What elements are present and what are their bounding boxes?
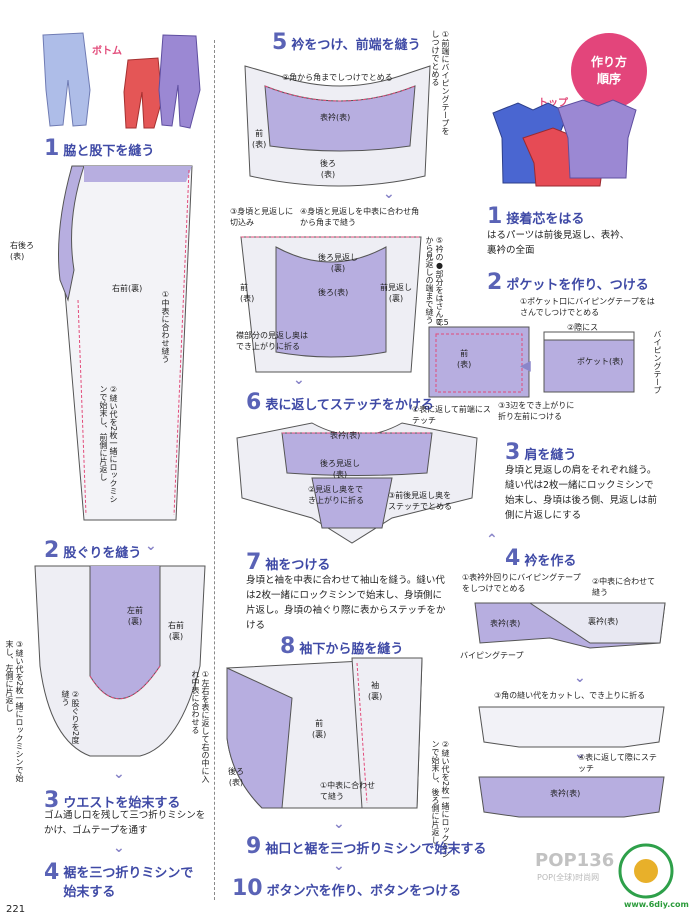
note-r2c: ③3辺をでき上がりに折り左前につける — [498, 401, 575, 421]
note-6b: ②見返し奥をでき上がりに折る — [308, 485, 364, 505]
right-step-3: 3 肩を縫う — [505, 440, 577, 465]
collar-attach-diagram — [244, 65, 431, 187]
stitch-diagram — [236, 422, 478, 544]
arrow-left: ◀ — [520, 358, 531, 374]
right-step-1: 1 接着芯をはる — [487, 204, 585, 229]
left-step-2: 2 股ぐりを縫う — [44, 538, 142, 563]
label-front-5: 前 (表) — [252, 129, 267, 149]
arrow-down: ⌄ — [145, 538, 157, 554]
mid-step-9: 9 袖口と裾を三つ折りミシンで始末する — [246, 834, 487, 859]
note-5a: ①前端にバイピングテープをしつけでとめる — [431, 30, 450, 135]
label-right-front-2: 右前 (裏) — [168, 621, 184, 641]
label-right-back: 右後ろ (表) — [10, 241, 34, 261]
label-front-table: 前 (表) — [240, 283, 255, 303]
label-back-6: 後ろ見返し (表) — [320, 459, 360, 479]
label-sleeve: 袖 (裏) — [368, 681, 383, 701]
note-5d: ④身頃と見返しを中表に合わせ角から角まで縫う — [300, 207, 420, 227]
label-right-front: 右前(裏) — [112, 284, 143, 293]
label-piping: バイピングテープ — [653, 330, 662, 394]
note-r4a: ①表衿外回りにバイピングテープをしつけでとめる — [462, 573, 581, 593]
mid-step-6: 6 表に返してステッチをかける — [246, 390, 434, 415]
bottoms-label: ボトム — [92, 46, 122, 57]
arrow-down: ⌄ — [293, 372, 305, 388]
neck-note: 襟部分の見返し奥はでき上がりに折る — [236, 331, 308, 351]
collar-make-diagram — [474, 602, 666, 649]
side-seam-diagram — [226, 657, 423, 809]
note-5e: ⑤衿の●部分をはさんでスベルト前端から見返しの端まで縫う — [425, 236, 444, 374]
label-collar-final: 表衿(表) — [550, 789, 581, 798]
arrow-down: ⌄ — [113, 766, 125, 782]
left-step-3-body: ゴム通し口を残して三つ折りミシンを かけ、ゴムテープを通す — [44, 810, 206, 836]
arrow-down: ⌄ — [333, 816, 345, 832]
note-5c: ③身頃と見返しに切込み — [230, 207, 294, 227]
note-r4c: ③角の縫い代をカットし、でき上りに折る — [494, 691, 646, 700]
note-r4b: ②中表に合わせて縫う — [592, 577, 656, 597]
watermark-sub: POP(全球)时尚网 — [537, 873, 600, 882]
label-piping-2: バイピングテープ — [460, 651, 524, 660]
arrow-down: ⌄ — [333, 858, 345, 874]
left-step-4: 4 裾を三つ折りミシンで 始末する — [44, 860, 194, 901]
note-8b: ②縫い代を2枚一緒にロックミシンで始末し、後ろ側に片返し — [431, 740, 450, 859]
note-r4d: ④表に返して際にステッチ — [578, 753, 657, 773]
label-front-8: 前 (裏) — [312, 719, 327, 739]
label-front-facing: 前見返し (裏) — [380, 283, 412, 303]
label-pocket: ポケット(表) — [577, 357, 624, 366]
pants-illustration — [42, 32, 201, 129]
label-front-r: 前 (表) — [457, 349, 472, 369]
note-step1-a: ①中表に合わせ縫う — [161, 290, 170, 363]
page-number: 221 — [6, 904, 26, 915]
right-step-2: 2 ポケットを作り、つける — [487, 270, 649, 295]
facing-diagram — [240, 236, 422, 373]
label-collar-5: 表衿(表) — [320, 113, 351, 122]
badge-how-to-make: 作り方 順序 — [571, 33, 647, 109]
shirts-illustration — [492, 99, 637, 187]
column-divider — [214, 40, 215, 900]
right-step-3-body: 身頃と見返しの肩をそれぞれ縫う。 縫い代は2枚一緒にロックミシンで 始末し、身頃… — [505, 465, 658, 521]
note-6a: ①表に返して前端にステッチ — [412, 405, 491, 425]
note-6c: ③前後見返し奥をステッチでとめる — [388, 491, 452, 511]
right-step-4: 4 衿を作る — [505, 546, 577, 571]
collar-final-diagram — [478, 776, 665, 818]
mid-step-10: 10 ボタン穴を作り、ボタンをつける — [232, 876, 462, 901]
label-back-facing: 後ろ見返し (裏) — [318, 253, 358, 273]
label-back-inside: 後ろ(表) — [318, 288, 349, 297]
watermark-logo — [618, 843, 674, 899]
mid-step-8: 8 袖下から脇を縫う — [280, 634, 404, 659]
note-step2-b: ②股ぐりを2度縫う — [61, 690, 80, 745]
pants-leg-diagram — [58, 165, 193, 521]
watermark-brand: POP136 — [535, 850, 615, 871]
label-collar-b: 裏衿(表) — [588, 617, 619, 626]
note-5b: ②角から角までしつけでとめる — [282, 73, 393, 82]
tops-label: トップ — [538, 98, 568, 109]
watermark-site: www.6diy.com — [624, 900, 689, 909]
right-step-1-body: はるパーツは前後見返し、表衿、 裏衿の全面 — [487, 230, 630, 256]
note-step1-b: ②縫い代を2枚一緒にロックミシンで始末し、前側に片返し — [99, 385, 118, 504]
label-back-5: 後ろ (表) — [320, 159, 336, 179]
note-step2-c: ①左右を表に返して右の中に入れ中表に合わせる — [191, 670, 210, 783]
left-step-1: 1 脇と股下を縫う — [44, 136, 155, 161]
note-r2a: ①ポケット口にバイピングテープをはさんでしつけでとめる — [520, 297, 655, 317]
arrow-down: ⌄ — [574, 746, 586, 762]
label-collar-6: 表衿(表) — [330, 431, 361, 440]
label-back-8: 後ろ (表) — [228, 767, 244, 787]
label-left-front: 左前 (裏) — [127, 606, 143, 626]
crotch-diagram — [34, 565, 206, 757]
pocket-diagram — [428, 326, 635, 398]
arrow-down: ⌄ — [574, 670, 586, 686]
left-step-3: 3 ウエストを始末する — [44, 788, 181, 813]
arrow-down: ⌄ — [113, 840, 125, 856]
note-step2-a: ③縫い代を2枚一緒にロックミシンで始末し、左側に片返し — [5, 640, 24, 783]
arrow-up: ⌃ — [486, 532, 498, 548]
mid-step-7: 7 袖をつける — [246, 550, 331, 575]
note-8a: ①中表に合わせて縫う — [320, 781, 376, 801]
label-collar-a: 表衿(表) — [490, 619, 521, 628]
arrow-down: ⌄ — [383, 186, 395, 202]
mid-step-5: 5 衿をつけ、前端を縫う — [272, 30, 421, 55]
mid-step-7-body: 身頃と袖を中表に合わせて袖山を縫う。縫い代は2枚一緒にロックミシンで始末し、身頃… — [246, 575, 446, 631]
collar-cut-diagram — [478, 706, 665, 748]
label-05: 0.5 — [436, 318, 449, 327]
